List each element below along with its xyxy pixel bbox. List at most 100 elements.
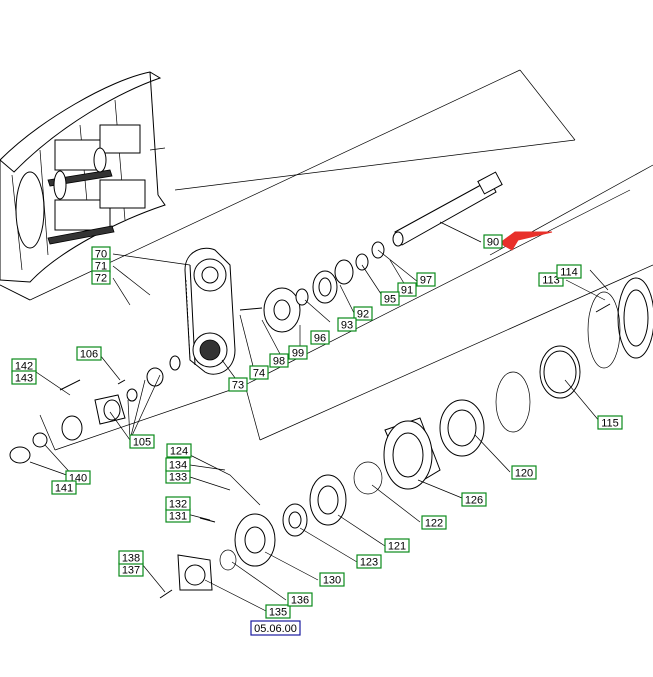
part-label-box (249, 365, 269, 380)
right-housing (159, 277, 653, 599)
part-label-97: 97 (416, 272, 436, 287)
part-label-text: 126 (465, 495, 483, 507)
part-label-box (228, 377, 248, 392)
part-label-box (118, 550, 144, 565)
part-label-114: 114 (556, 264, 582, 279)
part-label-box (353, 306, 373, 321)
part-label-text: 131 (169, 511, 187, 523)
part-label-115: 115 (597, 415, 623, 430)
part-label-text: 135 (269, 607, 287, 619)
part-label-126: 126 (461, 492, 487, 507)
part-label-text: 105 (133, 437, 151, 449)
shaft (392, 171, 503, 247)
part-label-box (11, 370, 37, 385)
part-label-text: 97 (420, 275, 432, 287)
part-label-141: 141 (51, 480, 77, 495)
part-label-98: 98 (269, 353, 289, 368)
part-label-131: 131 (165, 508, 191, 523)
reference-code: 05.06.00 (250, 620, 301, 636)
part-label-box (165, 496, 191, 511)
part-label-text: 113 (542, 275, 560, 287)
part-label-box (166, 443, 192, 458)
part-label-70: 70 (91, 246, 111, 261)
part-label-text: 90 (487, 237, 499, 249)
part-label-73: 73 (228, 377, 248, 392)
part-label-137: 137 (118, 562, 144, 577)
chain-case (184, 247, 236, 375)
part-label-box (556, 264, 582, 279)
part-label-132: 132 (165, 496, 191, 511)
part-label-box (337, 317, 357, 332)
part-label-text: 141 (55, 483, 73, 495)
part-label-box (165, 457, 191, 472)
part-label-text: 72 (95, 273, 107, 285)
part-label-box (384, 538, 410, 553)
part-label-text: 106 (80, 349, 98, 361)
part-label-105: 105 (129, 434, 155, 449)
part-label-box (421, 515, 447, 530)
part-label-box (265, 604, 291, 619)
part-label-box (397, 282, 417, 297)
part-label-text: 138 (122, 553, 140, 565)
part-label-text: 123 (360, 557, 378, 569)
part-label-96: 96 (310, 330, 330, 345)
part-label-box (76, 346, 102, 361)
part-label-box (597, 415, 623, 430)
part-label-box (511, 465, 537, 480)
part-label-box (319, 572, 345, 587)
part-label-99: 99 (288, 345, 308, 360)
part-label-box (288, 345, 308, 360)
part-label-134: 134 (165, 457, 191, 472)
part-label-text: 137 (122, 565, 140, 577)
part-label-93: 93 (337, 317, 357, 332)
part-label-74: 74 (249, 365, 269, 380)
part-label-box (287, 592, 313, 607)
part-label-90: 90 (483, 234, 503, 249)
part-label-text: 124 (170, 446, 188, 458)
pointer-arrow (499, 231, 553, 251)
part-label-box (310, 330, 330, 345)
part-label-text: 91 (401, 285, 413, 297)
part-label-text: 71 (95, 261, 107, 273)
part-label-143: 143 (11, 370, 37, 385)
part-label-136: 136 (287, 592, 313, 607)
part-label-box (380, 291, 400, 306)
part-label-box (483, 234, 503, 249)
part-label-text: 70 (95, 249, 107, 261)
part-label-text: 96 (314, 333, 326, 345)
part-label-text: 121 (388, 541, 406, 553)
part-label-text: 114 (560, 267, 578, 279)
part-label-text: 132 (169, 499, 187, 511)
part-label-text: 115 (601, 418, 619, 430)
drum-drawing (0, 71, 166, 301)
part-label-text: 74 (253, 368, 265, 380)
part-label-box (356, 554, 382, 569)
part-label-text: 130 (323, 575, 341, 587)
part-label-box (461, 492, 487, 507)
part-label-text: 92 (357, 309, 369, 321)
part-label-box (51, 480, 77, 495)
part-label-142: 142 (11, 358, 37, 373)
part-label-box (91, 270, 111, 285)
reference-code-box (250, 620, 301, 636)
part-label-122: 122 (421, 515, 447, 530)
part-label-72: 72 (91, 270, 111, 285)
part-label-text: 93 (341, 320, 353, 332)
part-label-text: 99 (292, 348, 304, 360)
part-label-92: 92 (353, 306, 373, 321)
part-label-120: 120 (511, 465, 537, 480)
part-label-91: 91 (397, 282, 417, 297)
part-label-text: 143 (15, 373, 33, 385)
part-label-138: 138 (118, 550, 144, 565)
part-label-124: 124 (166, 443, 192, 458)
part-label-95: 95 (380, 291, 400, 306)
reference-code-text: 05.06.00 (254, 623, 297, 635)
part-label-box (129, 434, 155, 449)
part-label-text: 142 (15, 361, 33, 373)
input-shaft-group (9, 355, 181, 464)
part-label-121: 121 (384, 538, 410, 553)
flange-assembly (239, 241, 385, 333)
part-label-133: 133 (165, 469, 191, 484)
